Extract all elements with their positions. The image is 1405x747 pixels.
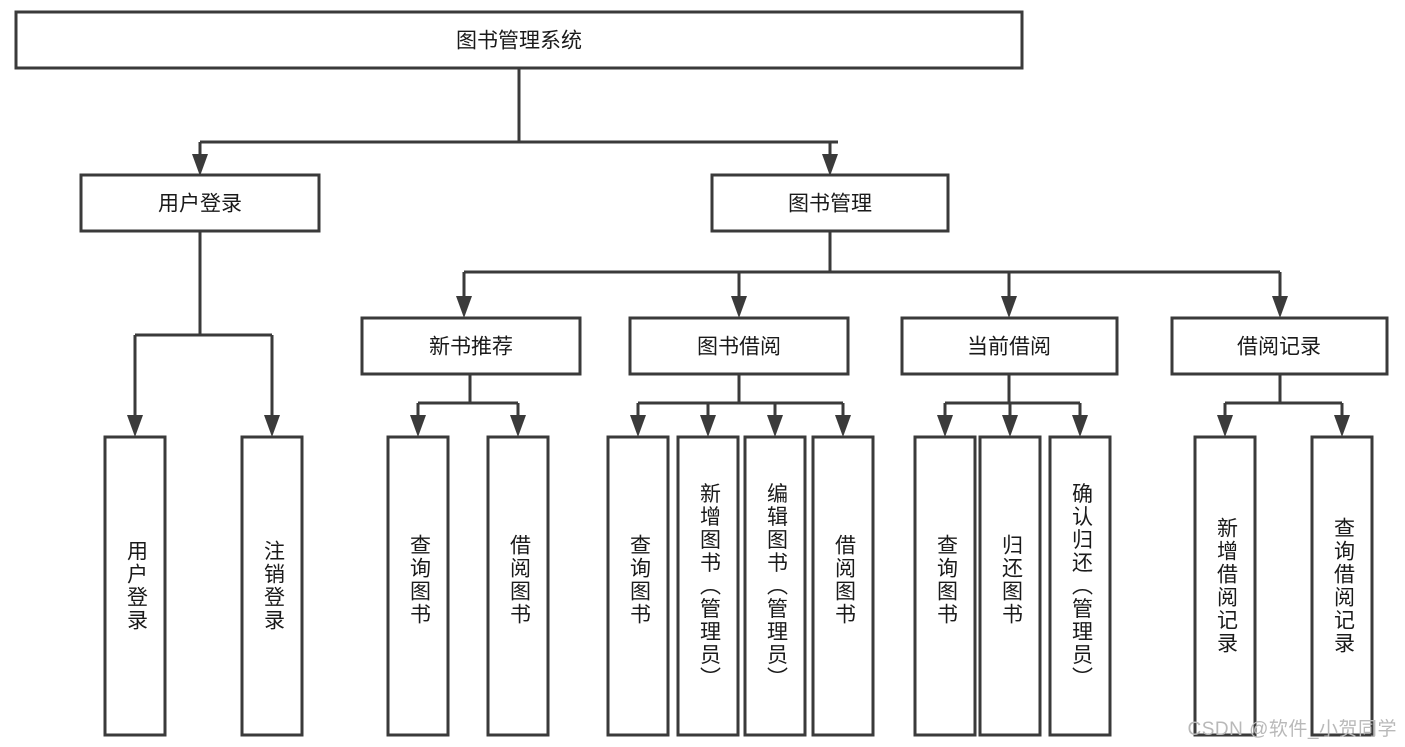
node-leaf-query-book-rec-label: 查询图书 <box>408 534 432 626</box>
node-borrow-record-label: 借阅记录 <box>1237 336 1321 359</box>
node-leaf-query-borrow-record-box[interactable] <box>1310 435 1374 737</box>
arrow-head-leaf-query-book-current <box>937 415 953 437</box>
node-user-login[interactable]: 用户登录 <box>79 173 321 233</box>
node-leaf-query-book-borrow[interactable]: 查询图书 <box>606 435 670 737</box>
node-user-login-label: 用户登录 <box>158 193 242 216</box>
node-new-book-recommend-box[interactable] <box>360 316 582 376</box>
arrow-head-book-manage <box>822 154 838 176</box>
arrow-head-leaf-return-book <box>1002 415 1018 437</box>
arrow-head-leaf-add-book-admin <box>700 415 716 437</box>
arrow-head-new-book-recommend <box>456 296 472 318</box>
node-leaf-query-book-rec-box[interactable] <box>386 435 450 737</box>
node-book-manage-box[interactable] <box>710 173 950 233</box>
node-leaf-edit-book-admin-label: 编辑图书（管理员） <box>765 483 789 690</box>
node-leaf-edit-book-admin[interactable]: 编辑图书（管理员） <box>743 435 807 737</box>
node-leaf-borrow-book-rec[interactable]: 借阅图书 <box>486 435 550 737</box>
node-leaf-query-book-borrow-label: 查询图书 <box>628 534 652 626</box>
node-leaf-query-book-borrow-box[interactable] <box>606 435 670 737</box>
node-root-box[interactable] <box>14 10 1024 70</box>
connector-book-borrow-to-leaves <box>630 374 851 437</box>
node-leaf-return-book-box[interactable] <box>978 435 1042 737</box>
connector-book-manage-to-level3 <box>456 231 1288 318</box>
node-leaf-query-book-current[interactable]: 查询图书 <box>913 435 977 737</box>
node-user-login-box[interactable] <box>79 173 321 233</box>
node-leaf-add-borrow-record-label: 新增借阅记录 <box>1215 517 1239 655</box>
arrow-head-leaf-query-book-rec <box>410 415 426 437</box>
node-leaf-add-book-admin-box[interactable] <box>676 435 740 737</box>
node-leaf-query-book-rec[interactable]: 查询图书 <box>386 435 450 737</box>
arrow-head-leaf-confirm-return-admin <box>1072 415 1088 437</box>
node-leaf-logout[interactable]: 注销登录 <box>240 435 304 737</box>
node-leaf-borrow-book-box[interactable] <box>811 435 875 737</box>
connector-new-book-recommend-to-leaves <box>410 374 526 437</box>
node-leaf-edit-book-admin-box[interactable] <box>743 435 807 737</box>
arrow-head-leaf-user-login <box>127 415 143 437</box>
node-leaf-query-borrow-record[interactable]: 查询借阅记录 <box>1310 435 1374 737</box>
node-current-borrow-box[interactable] <box>900 316 1119 376</box>
node-leaf-borrow-book[interactable]: 借阅图书 <box>811 435 875 737</box>
node-borrow-record-box[interactable] <box>1170 316 1389 376</box>
node-leaf-add-book-admin[interactable]: 新增图书（管理员） <box>676 435 740 737</box>
node-leaf-return-book-label: 归还图书 <box>1000 534 1024 626</box>
node-leaf-borrow-book-rec-label: 借阅图书 <box>508 534 532 626</box>
node-leaf-borrow-book-label: 借阅图书 <box>833 534 857 626</box>
node-leaf-add-book-admin-label: 新增图书（管理员） <box>698 483 722 690</box>
node-leaf-query-borrow-record-label: 查询借阅记录 <box>1332 517 1356 655</box>
node-leaf-query-book-current-label: 查询图书 <box>935 534 959 626</box>
arrow-head-leaf-query-book-borrow <box>630 415 646 437</box>
node-book-manage-label: 图书管理 <box>788 193 872 216</box>
node-root[interactable]: 图书管理系统 <box>14 10 1024 70</box>
node-root-label: 图书管理系统 <box>456 30 582 53</box>
node-new-book-recommend-label: 新书推荐 <box>429 336 513 359</box>
node-book-manage[interactable]: 图书管理 <box>710 173 950 233</box>
node-borrow-record[interactable]: 借阅记录 <box>1170 316 1389 376</box>
node-current-borrow[interactable]: 当前借阅 <box>900 316 1119 376</box>
node-leaf-add-borrow-record[interactable]: 新增借阅记录 <box>1193 435 1257 737</box>
node-leaf-user-login[interactable]: 用户登录 <box>103 435 167 737</box>
arrow-head-leaf-borrow-book-rec <box>510 415 526 437</box>
node-leaf-add-borrow-record-box[interactable] <box>1193 435 1257 737</box>
arrow-head-leaf-add-borrow-record <box>1217 415 1233 437</box>
node-leaf-logout-box[interactable] <box>240 435 304 737</box>
node-book-borrow[interactable]: 图书借阅 <box>628 316 850 376</box>
arrow-head-leaf-logout <box>264 415 280 437</box>
node-leaf-return-book[interactable]: 归还图书 <box>978 435 1042 737</box>
node-new-book-recommend[interactable]: 新书推荐 <box>360 316 582 376</box>
arrow-head-user-login <box>192 154 208 176</box>
arrow-head-current-borrow <box>1001 296 1017 318</box>
arrow-head-leaf-query-borrow-record <box>1334 415 1350 437</box>
connector-user-login-to-leaves <box>127 231 280 437</box>
connector-borrow-record-to-leaves <box>1217 374 1350 437</box>
arrow-head-book-borrow <box>731 296 747 318</box>
node-leaf-user-login-label: 用户登录 <box>125 540 149 632</box>
node-book-borrow-box[interactable] <box>628 316 850 376</box>
node-leaf-confirm-return-admin-label: 确认归还（管理员） <box>1070 483 1094 690</box>
node-leaf-query-book-current-box[interactable] <box>913 435 977 737</box>
connector-current-borrow-to-leaves <box>937 374 1088 437</box>
arrow-head-borrow-record <box>1272 296 1288 318</box>
node-current-borrow-label: 当前借阅 <box>967 336 1051 359</box>
arrow-head-leaf-borrow-book <box>835 415 851 437</box>
connector-root-to-level2 <box>192 68 838 176</box>
node-leaf-confirm-return-admin-box[interactable] <box>1048 435 1112 737</box>
node-leaf-user-login-box[interactable] <box>103 435 167 737</box>
node-book-borrow-label: 图书借阅 <box>697 336 781 359</box>
node-leaf-logout-label: 注销登录 <box>262 540 286 632</box>
node-leaf-borrow-book-rec-box[interactable] <box>486 435 550 737</box>
arrow-head-leaf-edit-book-admin <box>767 415 783 437</box>
node-leaf-confirm-return-admin[interactable]: 确认归还（管理员） <box>1048 435 1112 737</box>
